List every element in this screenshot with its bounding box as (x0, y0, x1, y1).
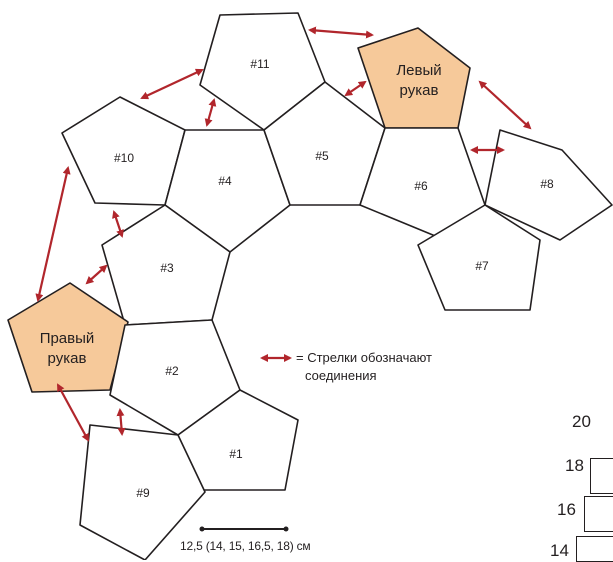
right-sleeve-label-1: Правый (40, 330, 95, 347)
left-sleeve-label-2: рукав (400, 82, 439, 99)
connection-arrow (85, 264, 108, 285)
connection-arrow (140, 68, 204, 100)
connection-arrow (35, 166, 71, 302)
chart-row-number: 18 (565, 456, 584, 475)
piece-7 (417, 204, 541, 311)
connection-arrow (57, 383, 89, 442)
scale-bar-end (199, 526, 205, 532)
chart-row-number: 20 (572, 412, 591, 431)
piece-7-label: #7 (475, 259, 489, 273)
legend-text-line-1: = Стрелки обозначают (296, 350, 432, 365)
piece-3 (101, 204, 231, 326)
scale-bar-end (283, 526, 289, 532)
piece-9 (79, 424, 206, 560)
piece-8-label: #8 (540, 177, 554, 191)
left-sleeve-label-1: Левый (396, 62, 441, 79)
connection-arrow (116, 408, 126, 436)
connection-arrow (204, 98, 217, 127)
chart-row-number: 16 (557, 500, 576, 519)
chart-row-number: 14 (550, 541, 569, 560)
piece-4 (164, 129, 291, 253)
piece-11-label: #11 (250, 57, 269, 71)
piece-8 (484, 129, 613, 241)
piece-4-label: #4 (218, 174, 232, 188)
piece-1-label: #1 (229, 447, 243, 461)
legend-text-line-2: соединения (305, 368, 377, 383)
scale-label: 12,5 (14, 15, 16,5, 18) см (180, 539, 311, 553)
piece-9-label: #9 (136, 486, 150, 500)
connection-arrow (112, 210, 124, 238)
chart-grid-cell (576, 536, 613, 562)
chart-grid-cell (584, 496, 613, 532)
piece-5-label: #5 (315, 149, 329, 163)
piece-2-label: #2 (165, 364, 179, 378)
chart-grid-cell (590, 458, 613, 494)
piece-10-label: #10 (114, 151, 134, 165)
piece-6-label: #6 (414, 179, 428, 193)
connection-arrow (478, 80, 532, 130)
piece-left-sleeve (357, 27, 471, 129)
connection-arrow (344, 80, 367, 97)
connection-arrow (308, 26, 374, 39)
right-sleeve-label-2: рукав (48, 350, 87, 367)
piece-3-label: #3 (160, 261, 174, 275)
